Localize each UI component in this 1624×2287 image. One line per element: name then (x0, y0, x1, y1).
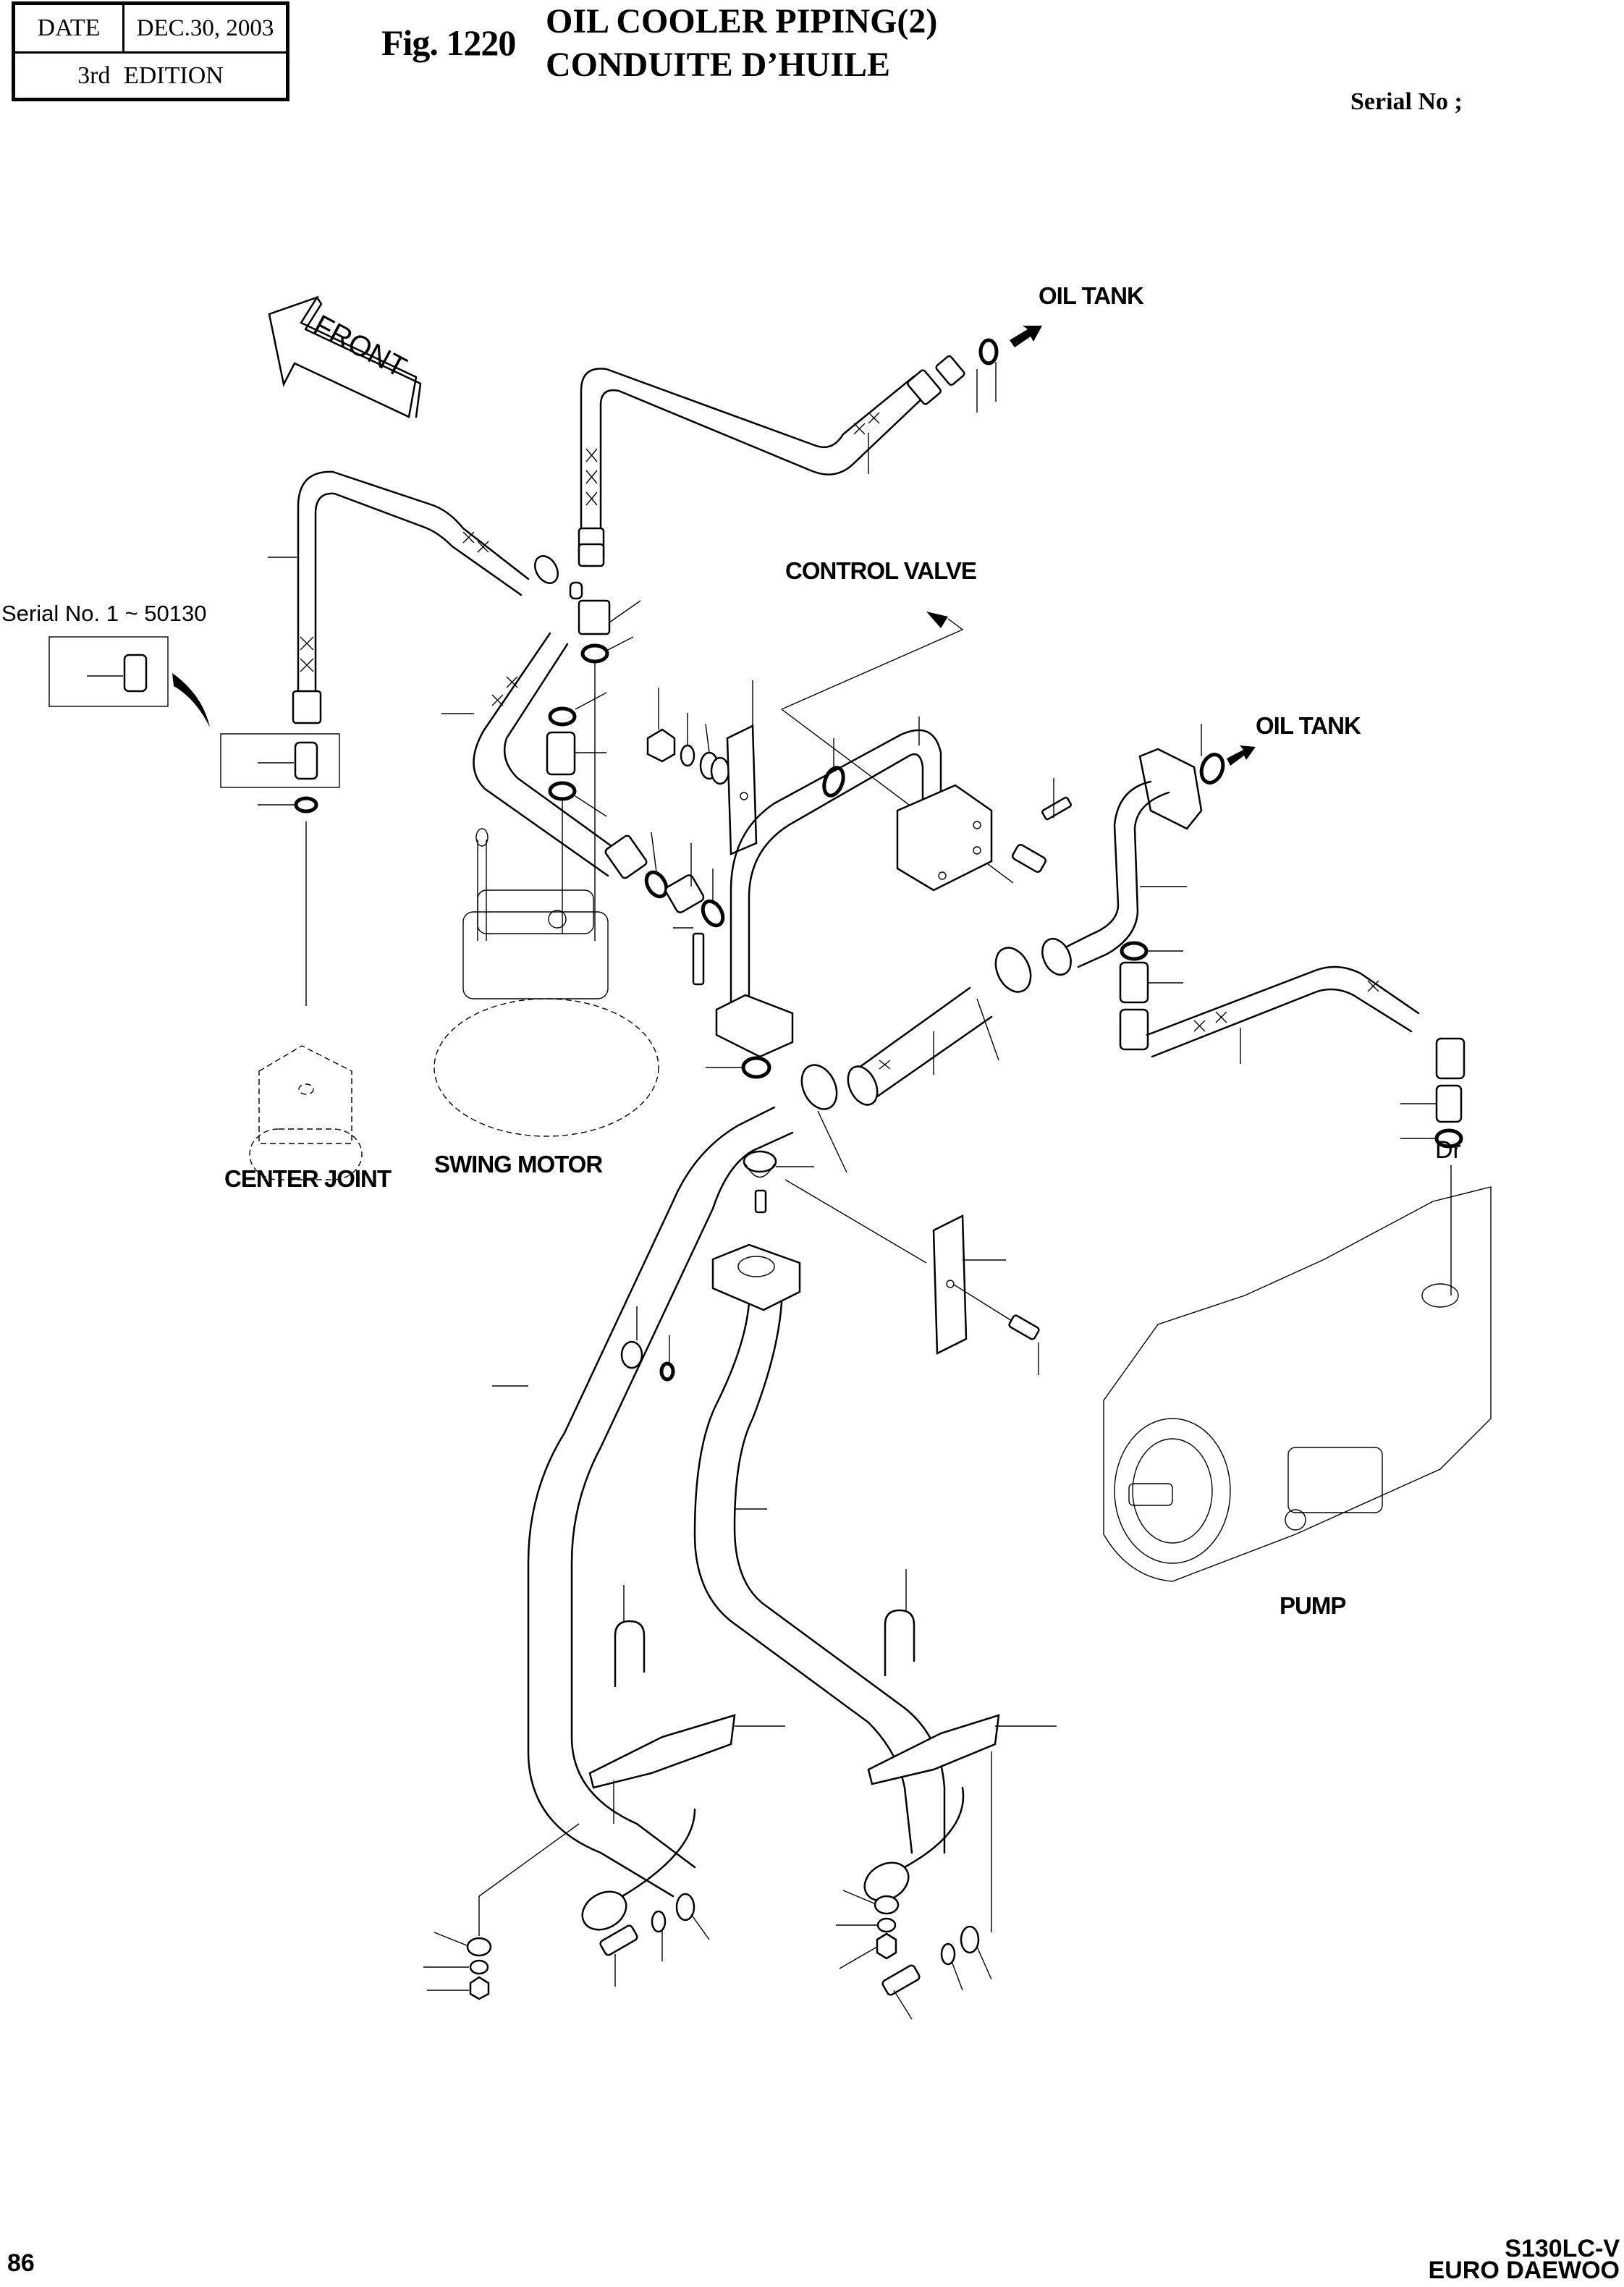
lower-pipe-left (492, 1106, 794, 1931)
front-arrow-icon: FRONT (268, 295, 422, 418)
tee-fitting-stack (546, 581, 641, 941)
hex-bolt (1012, 778, 1072, 873)
breather-cap (706, 1056, 927, 1264)
page-title: OIL COOLER PIPING(2) (546, 2, 938, 41)
model-name: S130LC-V (1505, 2235, 1620, 2262)
drain-port-label: Dr (1435, 1136, 1461, 1164)
elbow-pipe (715, 716, 993, 1058)
pipe-bracket (726, 680, 758, 855)
pump (1103, 1165, 1492, 1582)
fitting-inset-box (220, 733, 340, 788)
center-joint-hose (268, 470, 559, 724)
control-valve-label: CONTROL VALVE (785, 557, 977, 584)
date-label: DATE (15, 5, 124, 51)
union-fitting (123, 654, 318, 780)
figure-number: Fig. 1220 (381, 22, 516, 63)
o-ring (294, 796, 318, 813)
edition-box: DATE DEC.30, 2003 3rd EDITION (12, 1, 289, 101)
callout-arrow-icon (172, 673, 210, 727)
center-joint (249, 1045, 363, 1180)
socket-bolt (673, 927, 705, 986)
date-value: DEC.30, 2003 (136, 14, 274, 41)
model-info: S130LC-V EURO DAEWOO (1428, 2235, 1620, 2284)
date-row: DATE DEC.30, 2003 (15, 5, 286, 54)
lower-pipe-right (693, 1243, 965, 1902)
pipe-connector (644, 832, 725, 928)
oil-tank-return-pipe (1041, 724, 1256, 976)
pump-label: PUMP (1280, 1592, 1346, 1619)
swing-motor-hose (441, 632, 648, 879)
oil-tank-label-right: OIL TANK (1256, 712, 1361, 739)
drain-plug (620, 1306, 675, 1382)
support-bracket (932, 1214, 1040, 1375)
u-bolt-left (588, 1585, 785, 1824)
page-subtitle: CONDUITE D’HUILE (546, 46, 891, 84)
fastener-stack-left (423, 1823, 710, 2000)
page-number: 86 (7, 2249, 35, 2277)
swing-motor (434, 828, 659, 1137)
edition-label: 3rd EDITION (77, 62, 224, 89)
nut-washer-stack (646, 688, 730, 785)
upper-hose (578, 338, 999, 567)
serial-range-label: Serial No. 1 ~ 50130 (1, 601, 207, 626)
swing-motor-label: SWING MOTOR (434, 1151, 603, 1178)
fastener-stack-right (836, 1751, 992, 2020)
flow-arrow-icon (1010, 326, 1042, 347)
u-bolt-right (867, 1569, 1057, 1785)
serial-number-field: Serial No ; (1350, 88, 1463, 115)
hose-clamps (800, 947, 1032, 1173)
oil-tank-label-top: OIL TANK (1039, 282, 1144, 309)
drain-hose (1119, 941, 1466, 1149)
center-joint-label: CENTER JOINT (224, 1165, 392, 1192)
brand-name: EURO DAEWOO (1428, 2257, 1620, 2284)
serial-inset-box (48, 636, 169, 707)
